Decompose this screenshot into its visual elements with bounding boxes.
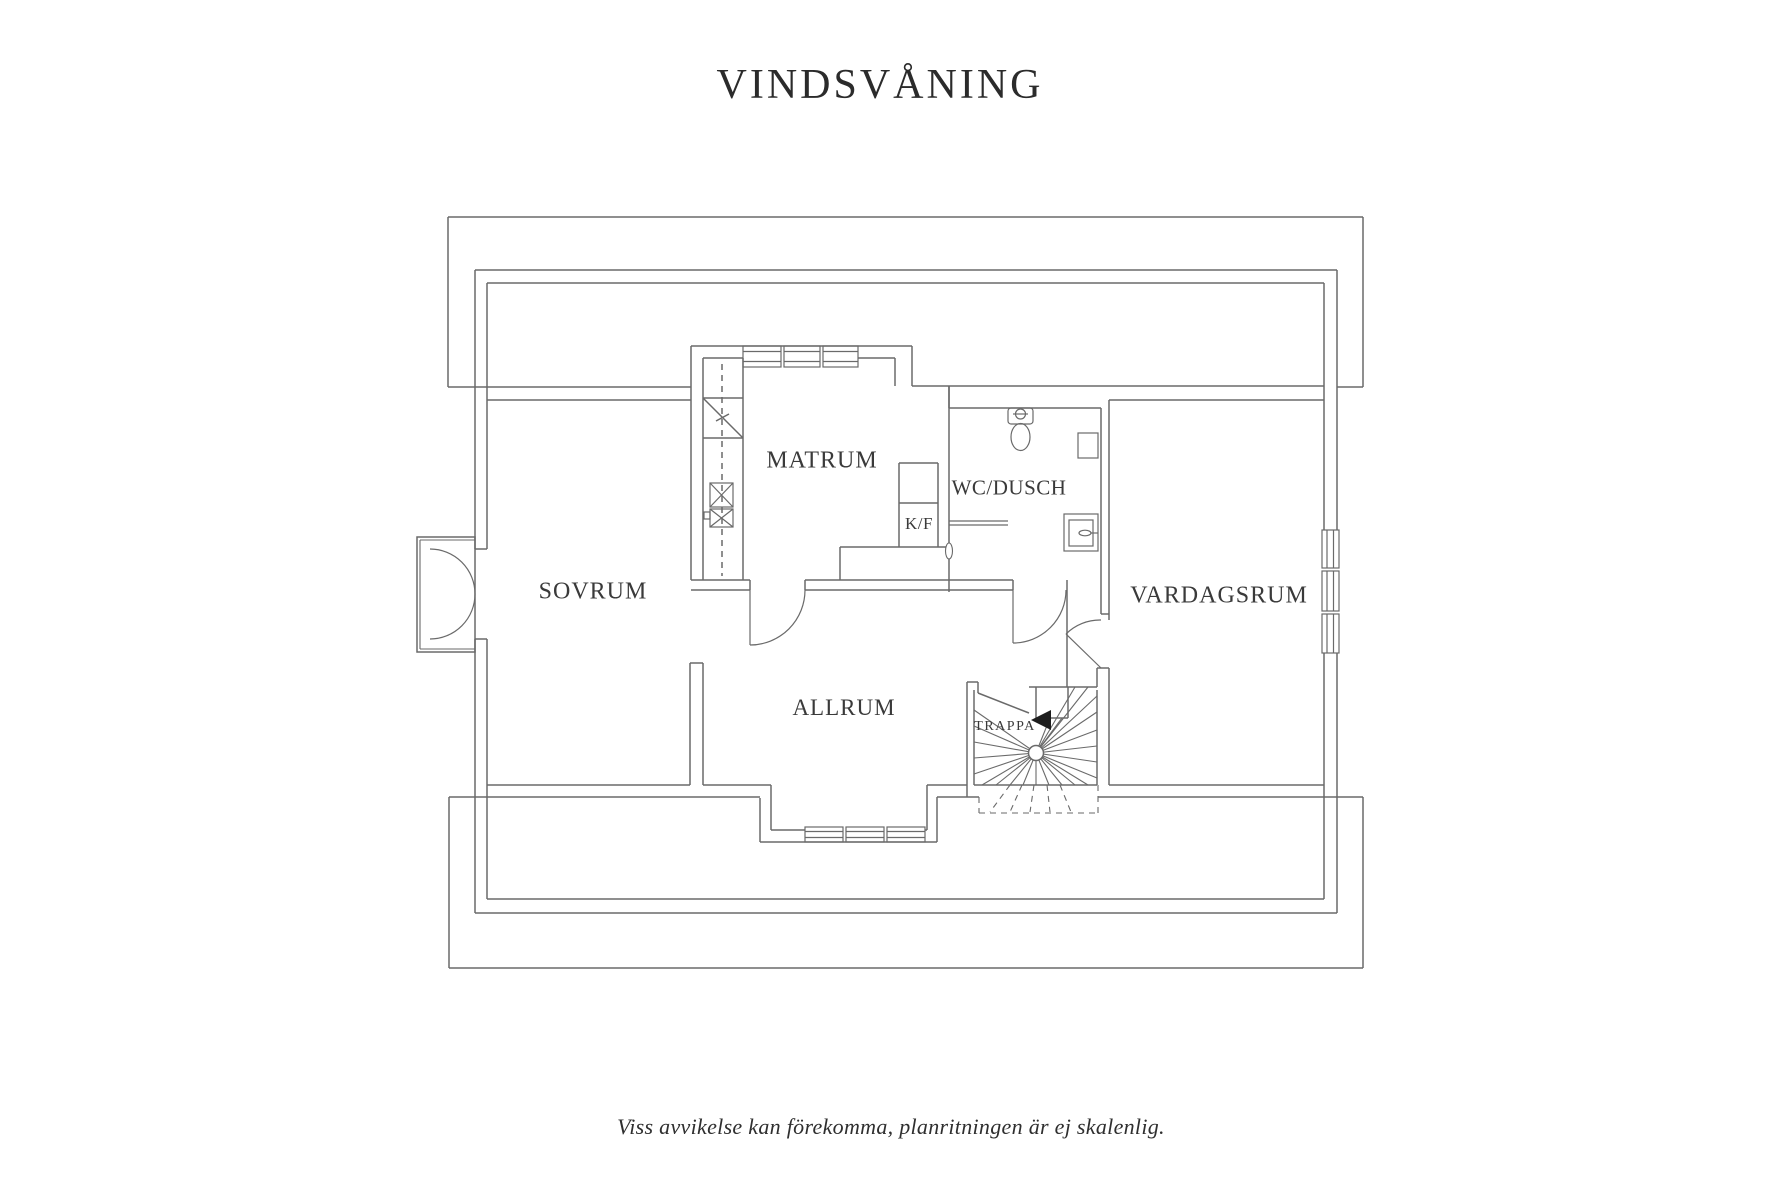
south-bump: [759, 785, 938, 843]
kf-closet: [898, 462, 939, 547]
room-label-sovrum: SOVRUM: [538, 578, 648, 605]
door-arc: [749, 589, 806, 646]
page-title: VINDSVÅNING: [716, 62, 1044, 108]
toilet-icon: [1007, 407, 1034, 452]
kitchen-strip: [702, 358, 744, 580]
vardagsrum-door-arc: [1065, 619, 1102, 669]
stairs-dashed-projection: [978, 784, 1099, 814]
winder-stairs-icon: [966, 681, 1099, 814]
roof-outline: [447, 216, 1364, 969]
wc-room: [944, 386, 1110, 785]
room-label-trappa: TRAPPA: [974, 719, 1036, 734]
room-label-matrum: MATRUM: [766, 447, 878, 474]
south-window-icons: [804, 826, 926, 843]
hall-walls: [691, 546, 1068, 687]
disclaimer-text: Viss avvikelse kan förekomma, planritnin…: [617, 1114, 1165, 1139]
north-window-icons: [742, 345, 859, 368]
east-window-icons: [1321, 529, 1340, 654]
exterior-walls: [474, 269, 1338, 914]
french-doors-icon: [429, 548, 476, 640]
shower-partition: [949, 520, 1008, 526]
cabinet-icon: [1077, 432, 1099, 459]
room-label-wc-dusch: WC/DUSCH: [951, 475, 1067, 500]
washbasin-icon: [1063, 513, 1099, 552]
room-label-kf: K/F: [905, 514, 933, 533]
vent-shaft-icon: [703, 482, 734, 528]
stairs-direction-arrow-icon: [1031, 710, 1051, 730]
door-handle-icon: [944, 542, 954, 560]
balcony: [416, 536, 476, 653]
knee-walls: [449, 345, 1337, 798]
wc-door-arc: [1012, 589, 1067, 644]
room-label-vardagsrum: VARDAGSRUM: [1130, 582, 1308, 609]
room-label-allrum: ALLRUM: [792, 695, 896, 720]
room-divider-wall: [689, 662, 704, 785]
